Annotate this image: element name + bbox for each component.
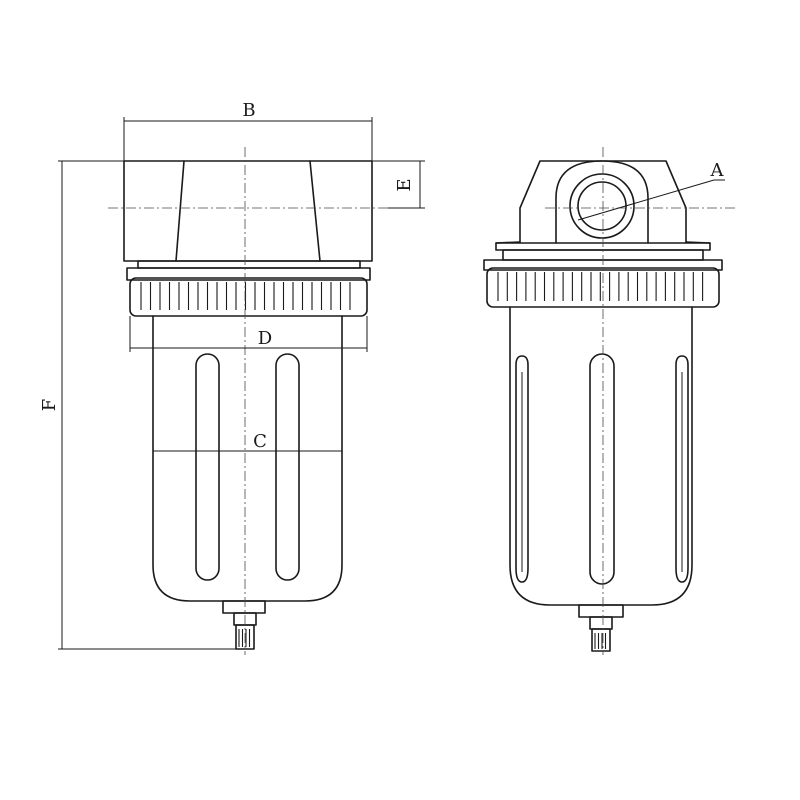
side-port-outer xyxy=(569,173,635,239)
front-drain-neck xyxy=(222,600,266,614)
side-sight-slot-right xyxy=(675,355,689,583)
front-knurl-ridges xyxy=(140,282,351,310)
leader-a xyxy=(577,179,715,221)
side-sight-slot-center xyxy=(589,353,615,585)
front-collar-top xyxy=(126,267,371,281)
front-view xyxy=(108,147,388,655)
label-c: C xyxy=(253,431,267,452)
front-flange xyxy=(137,260,361,269)
front-dimensions: B E F D C xyxy=(39,100,425,650)
side-drain-valve xyxy=(591,628,611,652)
front-sight-slot-left xyxy=(195,353,220,581)
side-knurl-ridges xyxy=(497,272,704,301)
side-view: A xyxy=(483,147,735,655)
side-port-inner xyxy=(577,181,627,231)
front-bowl xyxy=(152,315,343,602)
label-e: E xyxy=(394,178,415,191)
front-knurled-ring xyxy=(129,277,368,317)
label-b: B xyxy=(242,100,255,121)
side-sight-slot-left xyxy=(515,355,529,583)
label-d: D xyxy=(258,328,272,349)
side-port-boss xyxy=(555,160,649,244)
side-bowl xyxy=(509,306,693,606)
front-sight-slot-right xyxy=(275,353,300,581)
front-head-boss xyxy=(175,160,321,262)
side-drain-body xyxy=(589,616,613,630)
front-drain-ridges xyxy=(238,629,251,647)
label-f: F xyxy=(39,399,60,412)
label-a: A xyxy=(710,160,725,181)
side-head-flare xyxy=(495,241,711,244)
front-head-block xyxy=(123,160,373,262)
side-drain-neck xyxy=(578,604,624,618)
side-drain-ridges xyxy=(594,633,607,649)
